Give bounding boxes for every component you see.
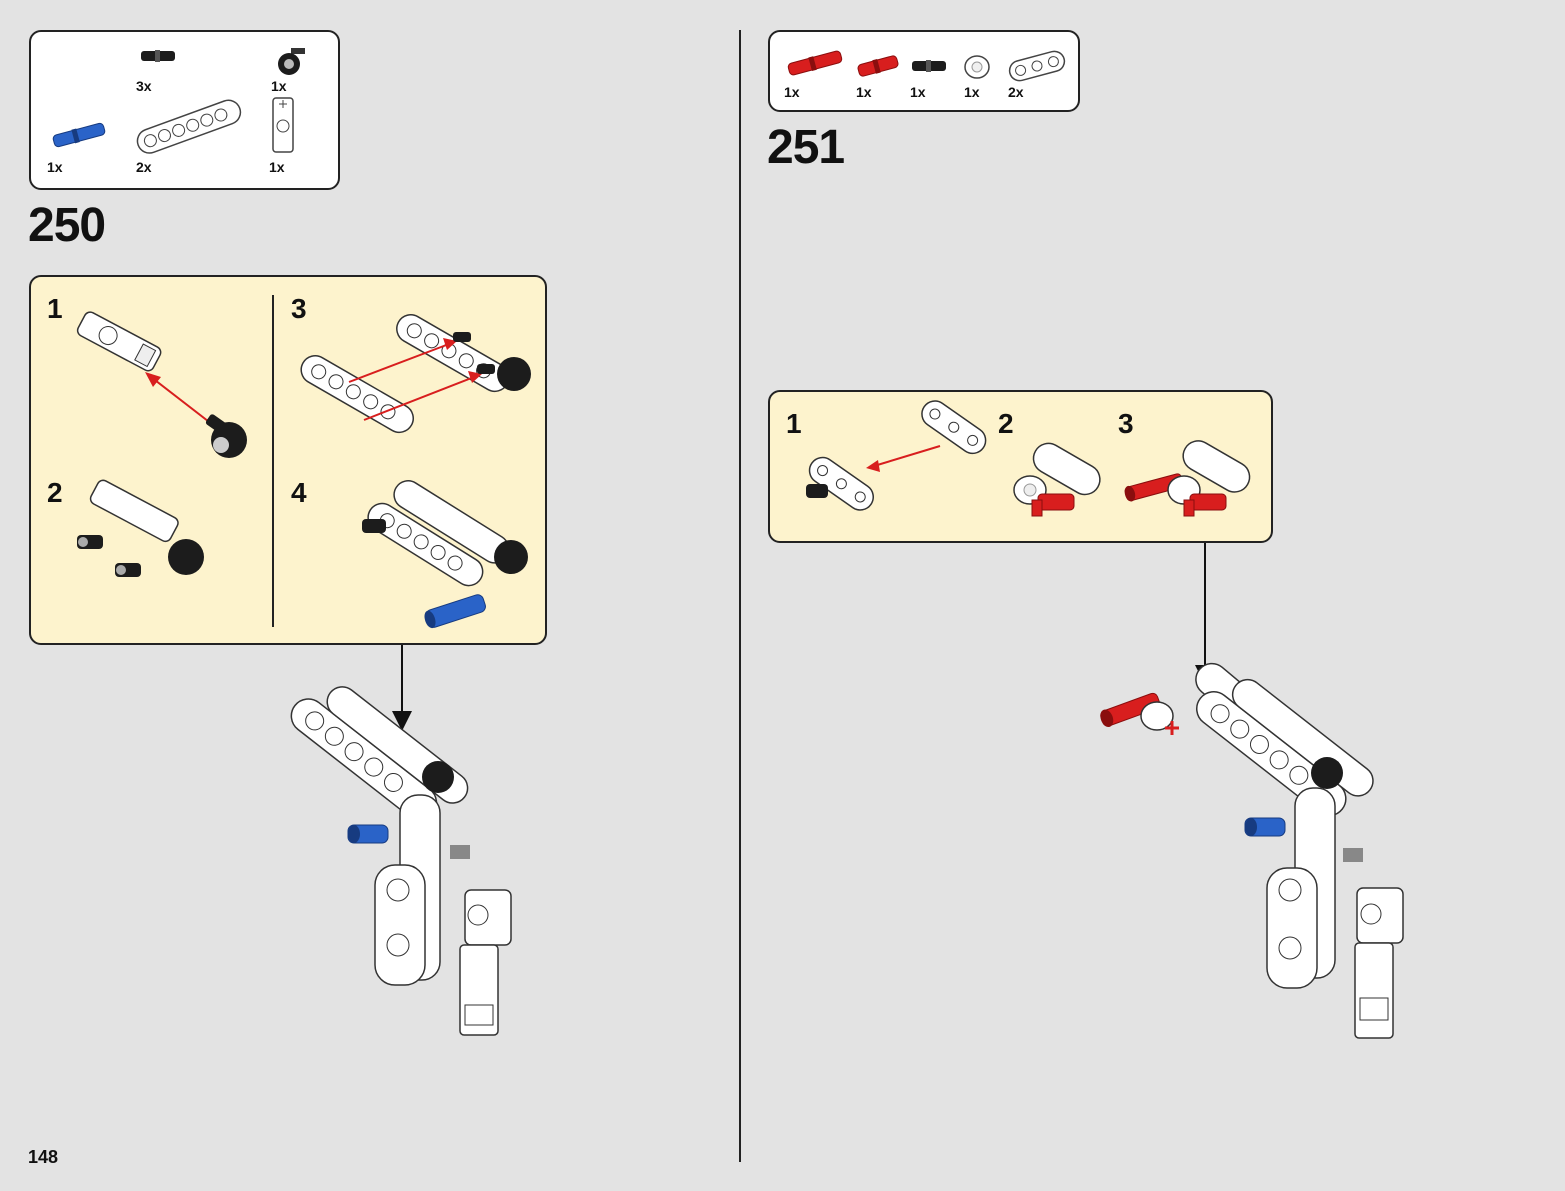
substep-3-illustration [300, 314, 531, 434]
part-qty: 3x [136, 78, 152, 94]
substep-number: 2 [998, 408, 1014, 439]
subassembly-callout-250: 1 2 3 4 [29, 275, 547, 645]
substep-2-illustration [1013, 442, 1101, 517]
substep-2-illustration [77, 479, 204, 577]
part-qty: 1x [47, 159, 63, 175]
substep-4-illustration [362, 480, 528, 629]
part-qty: 2x [1008, 84, 1024, 100]
main-model-251 [1100, 662, 1404, 1039]
substep-number: 3 [1118, 408, 1134, 439]
main-model-250 [290, 686, 512, 1036]
page-number: 148 [28, 1147, 59, 1167]
substep-number: 1 [786, 408, 802, 439]
part-qty: 2x [136, 159, 152, 175]
blue-axle-pin-icon [52, 122, 106, 148]
substep-number: 1 [47, 293, 63, 324]
substep-number: 4 [291, 477, 307, 508]
substep-number: 2 [47, 477, 63, 508]
callout-divider [272, 295, 274, 627]
subassembly-callout-251: 1 2 3 [768, 390, 1273, 543]
part-qty: 1x [910, 84, 926, 100]
parts-list-250: 3x 1x 1x 2x 1x [29, 30, 340, 190]
white-axle-connector-icon [272, 97, 294, 153]
step-number: 251 [767, 121, 845, 174]
part-qty: 1x [784, 84, 800, 100]
black-pin-icon [141, 50, 175, 62]
white-beam-3-icon [1008, 50, 1066, 82]
substep-1-illustration [76, 311, 247, 458]
substep-1-illustration [806, 400, 987, 511]
part-qty: 1x [271, 78, 287, 94]
part-qty: 1x [856, 84, 872, 100]
parts-list-251: 1x 1x 1x 1x 2x [768, 30, 1080, 112]
substep-number: 3 [291, 293, 307, 324]
red-pin-icon [857, 55, 899, 77]
white-beam-7-icon [136, 99, 242, 154]
black-pin-icon [912, 60, 946, 72]
part-qty: 1x [269, 159, 285, 175]
white-bush-icon [964, 55, 990, 79]
substep-3-illustration [1124, 440, 1251, 517]
page-divider [739, 30, 741, 1162]
down-arrow [392, 645, 412, 731]
part-qty: 1x [964, 84, 980, 100]
red-axle-pin-icon [787, 50, 843, 76]
step-number: 250 [28, 199, 106, 252]
black-connector-icon [278, 48, 305, 75]
